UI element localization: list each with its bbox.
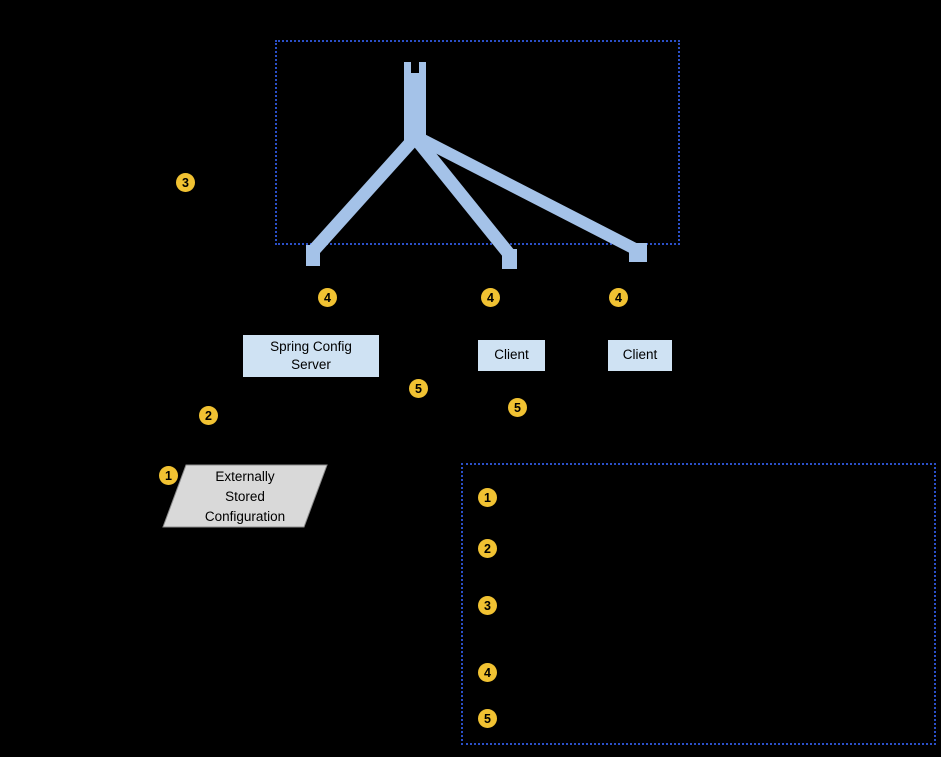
node-spring-config-server: Spring Config Server xyxy=(242,334,380,378)
node-external-config-label: Externally Stored Configuration xyxy=(204,469,286,524)
tree-foot-middle xyxy=(502,249,517,269)
step-badge-5-left: 5 xyxy=(409,379,428,398)
node-client-2: Client xyxy=(607,339,673,372)
legend-badge-1: 1 xyxy=(478,488,497,507)
step-badge-4-left: 4 xyxy=(318,288,337,307)
legend-badge-4: 4 xyxy=(478,663,497,682)
step-badge-4-right: 4 xyxy=(609,288,628,307)
node-client-1: Client xyxy=(477,339,546,372)
step-badge-4-middle: 4 xyxy=(481,288,500,307)
tree-foot-right xyxy=(629,243,647,262)
network-group-box xyxy=(275,40,680,245)
legend-badge-2: 2 xyxy=(478,539,497,558)
legend-badge-5: 5 xyxy=(478,709,497,728)
step-badge-3: 3 xyxy=(176,173,195,192)
step-badge-2: 2 xyxy=(199,406,218,425)
legend-box xyxy=(461,463,936,745)
tree-foot-left xyxy=(306,245,320,266)
legend-badge-3: 3 xyxy=(478,596,497,615)
step-badge-1: 1 xyxy=(159,466,178,485)
step-badge-5-right: 5 xyxy=(508,398,527,417)
